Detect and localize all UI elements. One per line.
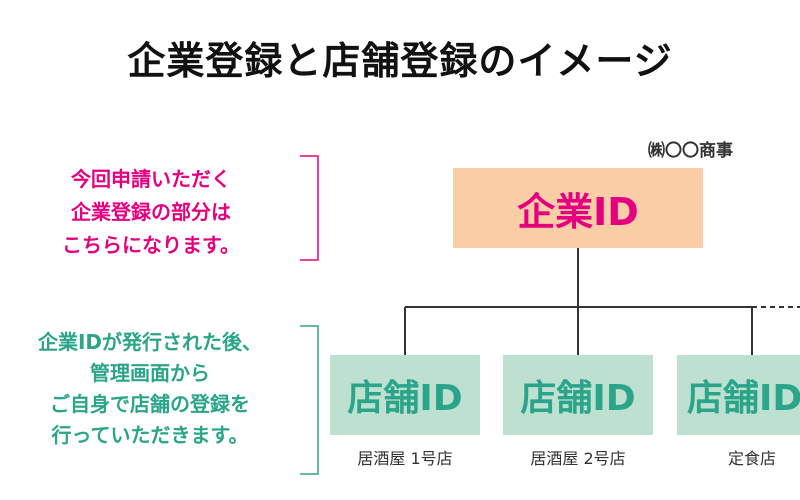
- store-registration-note: 企業IDが発行された後、 管理画面から ご自身で店舗の登録を 行っていただきます…: [6, 327, 294, 451]
- page-title: 企業登録と店舗登録のイメージ: [127, 39, 673, 83]
- company-note-line-2: 企業登録の部分は: [71, 200, 231, 224]
- company-note-line-1: 今回申請いただく: [71, 167, 231, 191]
- company-name-label: ㈱〇〇商事: [648, 141, 733, 161]
- company-note-line-3: こちらになります。: [62, 233, 240, 257]
- company-registration-note: 今回申請いただく 企業登録の部分は こちらになります。: [20, 163, 282, 262]
- store-note-line-4: 行っていただきます。: [51, 423, 249, 447]
- store-id-box-2: 店舗ID: [503, 355, 653, 435]
- store-id-box-1: 店舗ID: [330, 355, 480, 435]
- store-note-line-2: 管理画面から: [90, 361, 210, 385]
- store-name-3: 定食店: [727, 449, 776, 468]
- company-note-bracket: [300, 155, 319, 261]
- store-id-box-3: 店舗ID: [677, 355, 800, 435]
- store-note-line-1: 企業IDが発行された後、: [37, 330, 263, 354]
- company-id-box: 企業ID: [453, 168, 703, 248]
- store-name-2: 居酒屋 2号店: [530, 449, 626, 468]
- store-note-bracket: [300, 325, 319, 475]
- store-note-line-3: ご自身で店舗の登録を: [50, 392, 250, 416]
- store-name-1: 居酒屋 1号店: [357, 449, 453, 468]
